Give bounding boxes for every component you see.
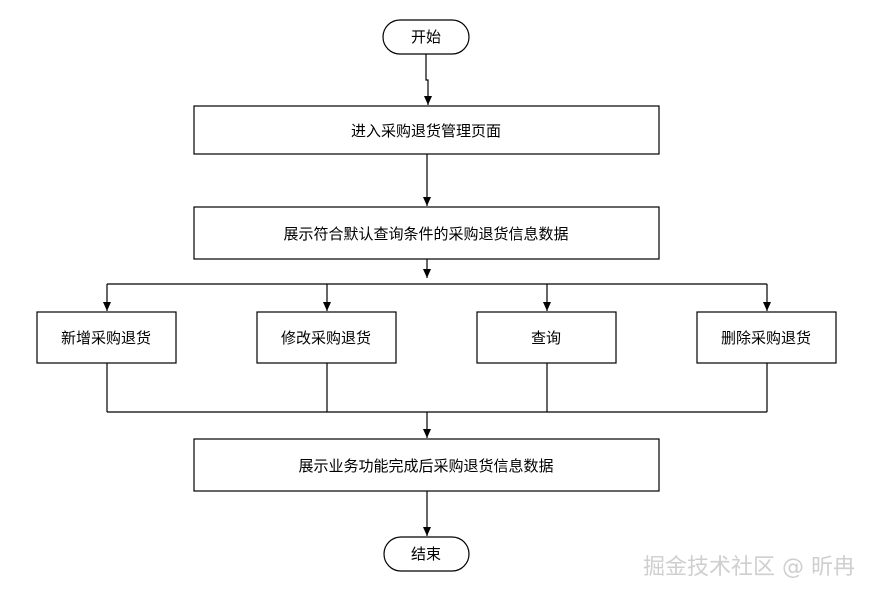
start-label: 开始	[411, 28, 441, 46]
branch-delete-label: 删除采购退货	[721, 329, 811, 347]
branch-query: 查询	[476, 311, 617, 364]
process-enter-page-label: 进入采购退货管理页面	[351, 122, 501, 140]
branch-add-label: 新增采购退货	[61, 329, 151, 347]
start-node: 开始	[382, 19, 470, 55]
process-enter-page: 进入采购退货管理页面	[193, 105, 660, 155]
branch-delete-purchase-return: 删除采购退货	[696, 311, 837, 364]
end-node: 结束	[383, 536, 470, 572]
watermark-text: 掘金技术社区 @ 昕冉	[643, 555, 855, 580]
process-show-result-data: 展示业务功能完成后采购退货信息数据	[193, 438, 660, 492]
branch-edit-label: 修改采购退货	[281, 329, 371, 347]
process-show-result-data-label: 展示业务功能完成后采购退货信息数据	[298, 457, 553, 475]
connector-start-step1	[424, 54, 432, 105]
process-show-default-data-label: 展示符合默认查询条件的采购退货信息数据	[283, 225, 568, 243]
branch-edit-purchase-return: 修改采购退货	[256, 311, 397, 364]
end-label: 结束	[411, 545, 441, 563]
branch-query-label: 查询	[531, 329, 561, 347]
process-show-default-data: 展示符合默认查询条件的采购退货信息数据	[193, 206, 660, 260]
branch-add-purchase-return: 新增采购退货	[36, 311, 177, 364]
